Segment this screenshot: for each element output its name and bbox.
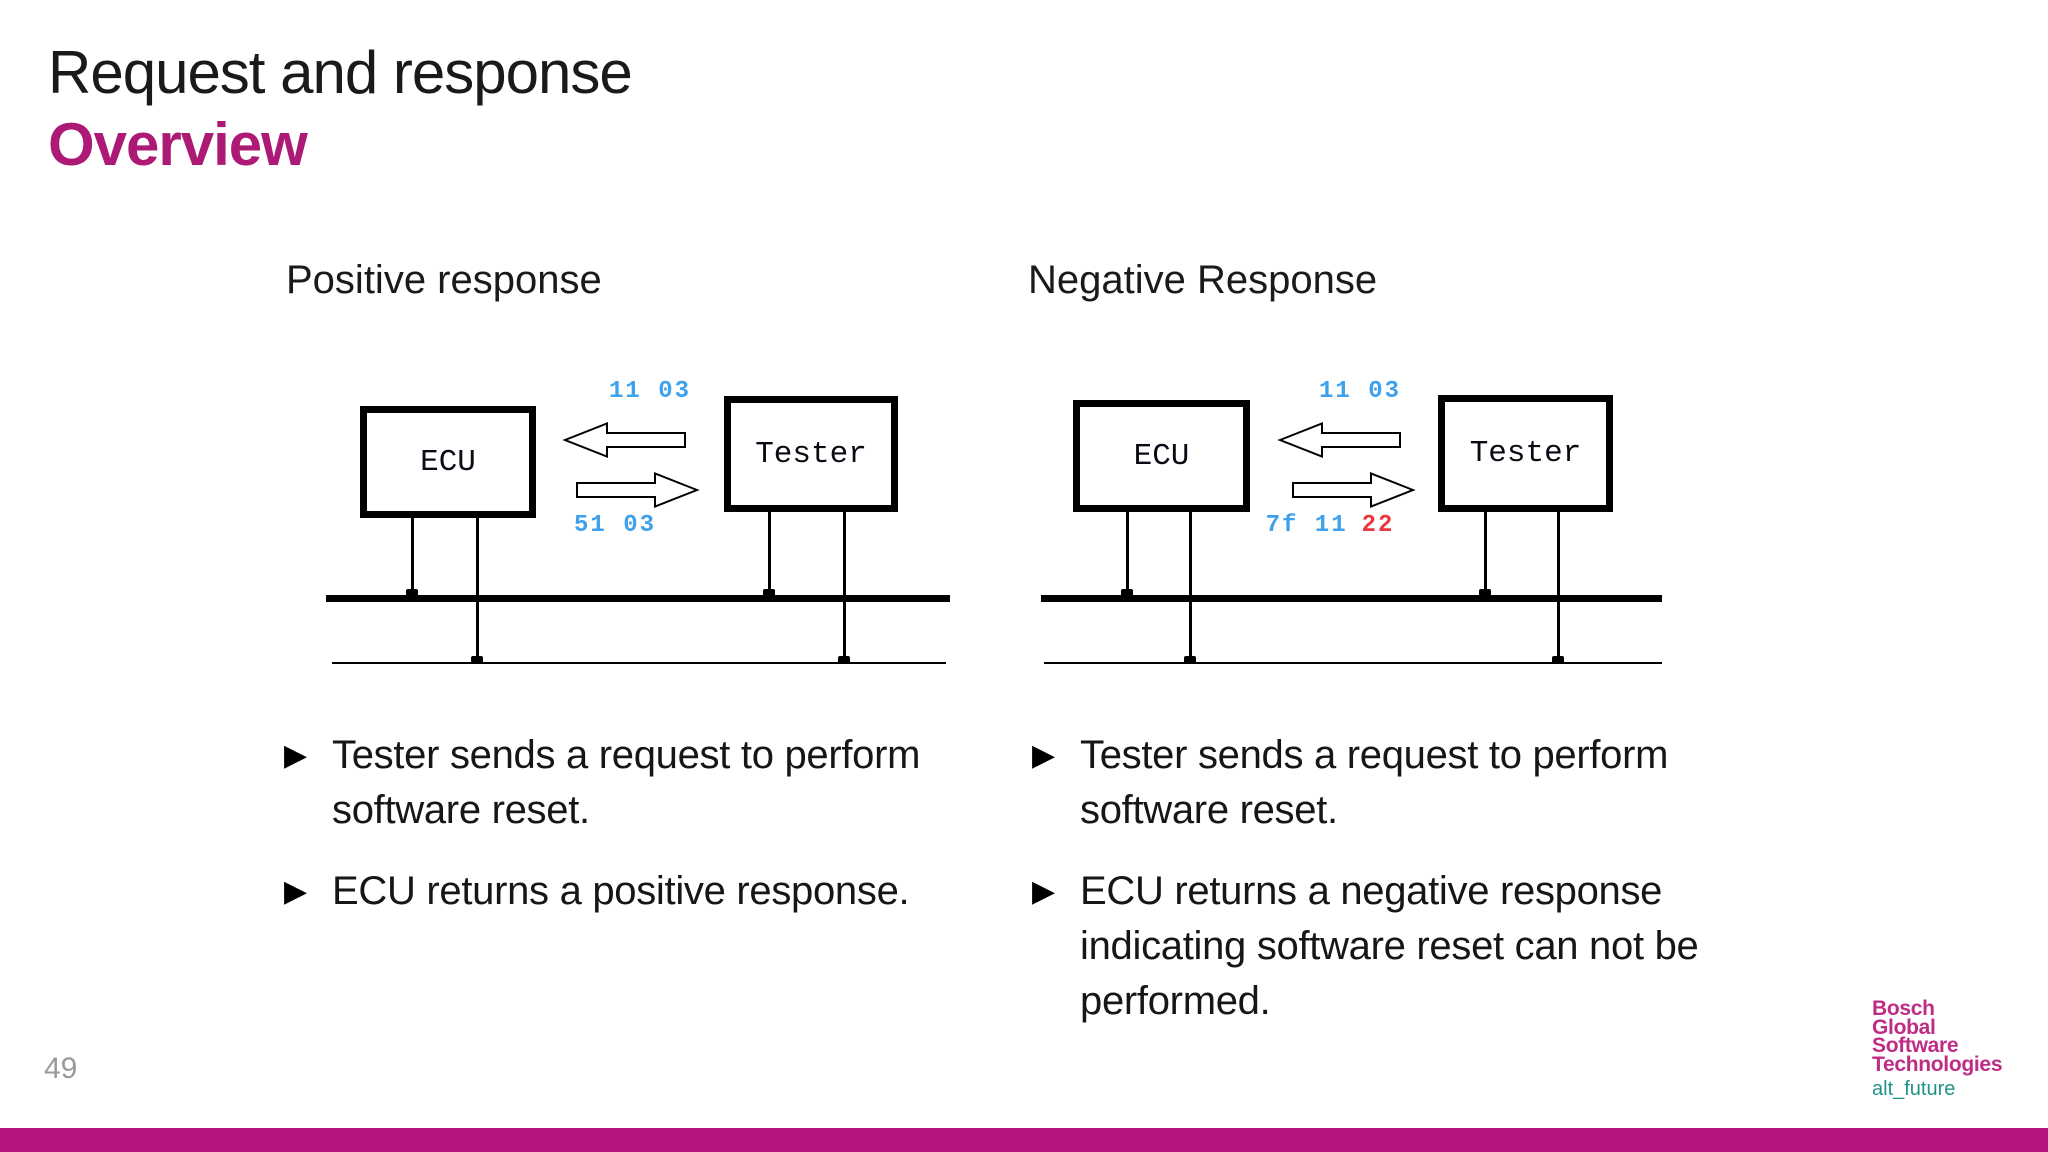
arrow-right-icon <box>576 472 700 508</box>
tester-bus-leg <box>768 510 771 597</box>
tester-box-negative: Tester <box>1438 395 1613 512</box>
bus-line-thick <box>326 595 950 602</box>
bus-joint-dot <box>1552 656 1564 664</box>
tester-bus-leg <box>1557 510 1560 663</box>
request-code-positive: 11 03 <box>608 378 691 405</box>
bus-line-thin <box>1044 662 1662 664</box>
bus-joint-dot <box>838 656 850 664</box>
list-item: ▶ ECU returns a positive response. <box>284 864 1014 919</box>
bus-joint-dot <box>1479 589 1491 597</box>
bullet-text: ECU returns a negative response indicati… <box>1080 869 1699 1023</box>
list-item: ▶ Tester sends a request to perform soft… <box>1032 728 1762 838</box>
bullet-triangle-icon: ▶ <box>284 738 308 773</box>
response-code-positive: 51 03 <box>573 512 656 539</box>
heading-negative-response: Negative Response <box>1028 258 1378 302</box>
ecu-label: ECU <box>1133 438 1190 474</box>
arrow-right-icon <box>1292 472 1416 508</box>
logo-line: Global <box>1872 1015 1936 1039</box>
logo-tagline: alt_future <box>1872 1078 1956 1100</box>
bullet-text: Tester sends a request to perform softwa… <box>332 733 921 832</box>
negative-response-prefix: 7f 11 <box>1265 512 1348 539</box>
logo-line: Software <box>1872 1034 1959 1057</box>
page-subtitle: Overview <box>48 111 308 178</box>
page-number: 49 <box>44 1052 78 1085</box>
ecu-bus-leg <box>1126 510 1129 597</box>
bus-line-thin <box>332 662 946 664</box>
bullet-list-negative: ▶ Tester sends a request to perform soft… <box>1032 728 1762 1029</box>
list-item: ▶ Tester sends a request to perform soft… <box>284 728 1014 838</box>
negative-response-nrc: 22 <box>1361 512 1395 539</box>
heading-positive-response: Positive response <box>286 258 602 302</box>
bullet-triangle-icon: ▶ <box>284 874 308 909</box>
ecu-label: ECU <box>420 444 476 480</box>
bus-line-thick <box>1041 595 1662 602</box>
bullet-text: ECU returns a positive response. <box>332 869 910 913</box>
tester-label: Tester <box>755 436 867 472</box>
ecu-box-negative: ECU <box>1073 400 1250 512</box>
arrow-left-icon <box>1277 422 1401 458</box>
bus-joint-dot <box>406 589 418 597</box>
bullet-triangle-icon: ▶ <box>1032 874 1056 909</box>
ecu-bus-leg <box>476 516 479 663</box>
bosch-logo: Bosch Global Software Technologies alt_f… <box>1872 997 2003 1100</box>
bus-joint-dot <box>1184 656 1196 664</box>
bus-joint-dot <box>471 656 483 664</box>
response-code-negative: 7f 11 22 <box>1240 512 1420 539</box>
bullet-list-positive: ▶ Tester sends a request to perform soft… <box>284 728 1014 919</box>
logo-line: Technologies <box>1872 1052 2003 1076</box>
bus-joint-dot <box>1121 589 1133 597</box>
list-item: ▶ ECU returns a negative response indica… <box>1032 864 1762 1029</box>
request-code-negative: 11 03 <box>1318 378 1401 405</box>
bullet-triangle-icon: ▶ <box>1032 738 1056 773</box>
tester-bus-leg <box>843 510 846 663</box>
arrow-left-icon <box>562 422 686 458</box>
tester-label: Tester <box>1469 436 1582 471</box>
ecu-bus-leg <box>411 516 414 597</box>
ecu-bus-leg <box>1189 510 1192 663</box>
logo-line: Bosch <box>1872 997 1935 1020</box>
tester-bus-leg <box>1484 510 1487 597</box>
page-title: Request and response <box>48 39 633 106</box>
bullet-text: Tester sends a request to perform softwa… <box>1080 733 1669 832</box>
ecu-box-positive: ECU <box>360 406 536 518</box>
bus-joint-dot <box>763 589 775 597</box>
tester-box-positive: Tester <box>724 396 898 512</box>
footer-accent-bar <box>0 1128 2048 1152</box>
